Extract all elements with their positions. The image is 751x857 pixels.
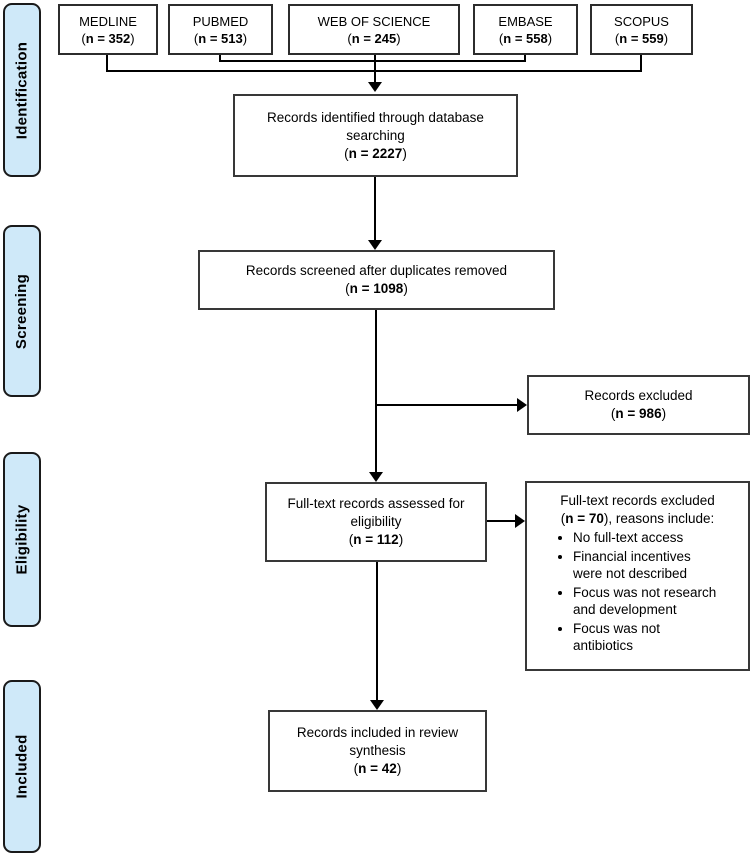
db-box-medline: MEDLINE (n = 352) [58, 4, 158, 55]
fulltext-assessed-count: (n = 112) [348, 532, 404, 547]
fulltext-excluded-reasons-list: No full-text access Financial incentives… [533, 529, 742, 655]
connector-center-down [374, 55, 376, 83]
db-box-pubmed: PUBMED (n = 513) [168, 4, 273, 55]
db-pubmed-name: PUBMED [192, 13, 249, 29]
stage-identification-label: Identification [13, 41, 31, 139]
stage-included-label: Included [13, 734, 31, 799]
db-pubmed-count: (n = 513) [193, 30, 248, 46]
arrowhead-to-included-icon [370, 700, 384, 710]
records-excluded-text: Records excluded [584, 388, 693, 403]
connector-identified-screened [374, 177, 376, 240]
db-scopus-name: SCOPUS [614, 13, 669, 29]
stage-identification: Identification [3, 3, 41, 177]
records-included-count: (n = 42) [353, 761, 402, 776]
connector-stub-medline [106, 55, 108, 72]
connector-branch-excluded [375, 404, 518, 406]
db-box-embase: EMBASE (n = 558) [473, 4, 578, 55]
arrowhead-to-screened-icon [368, 240, 382, 250]
fulltext-excluded-line2: (n = 70), reasons include: [560, 510, 715, 526]
connector-screened-assessed [375, 310, 377, 472]
box-records-included: Records included in review synthesis (n … [268, 710, 487, 792]
box-records-screened: Records screened after duplicates remove… [198, 250, 555, 310]
records-included-text: Records included in review synthesis [296, 725, 459, 758]
db-embase-count: (n = 558) [498, 30, 553, 46]
connector-collector-upper [219, 60, 526, 62]
connector-stub-scopus [640, 55, 642, 72]
arrowhead-to-assessed-icon [369, 472, 383, 482]
arrowhead-to-ftexcluded-icon [515, 514, 525, 528]
fulltext-excluded-line1: Full-text records excluded [560, 493, 715, 508]
db-scopus-count: (n = 559) [614, 30, 669, 46]
db-wos-name: WEB OF SCIENCE [317, 13, 431, 29]
box-fulltext-excluded: Full-text records excluded (n = 70), rea… [525, 481, 750, 671]
fulltext-assessed-text: Full-text records assessed for eligibili… [287, 496, 465, 529]
records-identified-count: (n = 2227) [344, 145, 407, 161]
connector-stub-pubmed [219, 55, 221, 62]
arrowhead-to-excluded-icon [517, 398, 527, 412]
stage-eligibility: Eligibility [3, 452, 41, 627]
box-fulltext-assessed: Full-text records assessed for eligibili… [265, 482, 487, 562]
db-wos-count: (n = 245) [347, 30, 401, 46]
connector-assessed-ftexcluded [487, 520, 515, 522]
records-identified-text: Records identified through database sear… [267, 109, 484, 143]
reason-item: Focus was not antibiotics [573, 620, 723, 655]
reason-item: Focus was not research and development [573, 584, 723, 619]
box-records-identified: Records identified through database sear… [233, 94, 518, 177]
stage-eligibility-label: Eligibility [13, 504, 31, 575]
db-medline-name: MEDLINE [79, 13, 137, 29]
db-box-web-of-science: WEB OF SCIENCE (n = 245) [288, 4, 460, 55]
stage-included: Included [3, 680, 41, 853]
records-excluded-count: (n = 986) [610, 406, 667, 421]
stage-screening-label: Screening [13, 273, 31, 349]
reason-item: No full-text access [573, 529, 723, 547]
db-box-scopus: SCOPUS (n = 559) [590, 4, 693, 55]
stage-screening: Screening [3, 225, 41, 397]
db-embase-name: EMBASE [498, 13, 553, 29]
reason-item: Financial incentives were not described [573, 548, 723, 583]
arrowhead-to-identified-icon [368, 82, 382, 92]
records-screened-text: Records screened after duplicates remove… [245, 263, 508, 278]
connector-stub-embase [524, 55, 526, 62]
connector-assessed-included [376, 562, 378, 700]
records-screened-count: (n = 1098) [345, 281, 408, 296]
db-medline-count: (n = 352) [81, 30, 135, 46]
box-records-excluded: Records excluded (n = 986) [527, 375, 750, 435]
